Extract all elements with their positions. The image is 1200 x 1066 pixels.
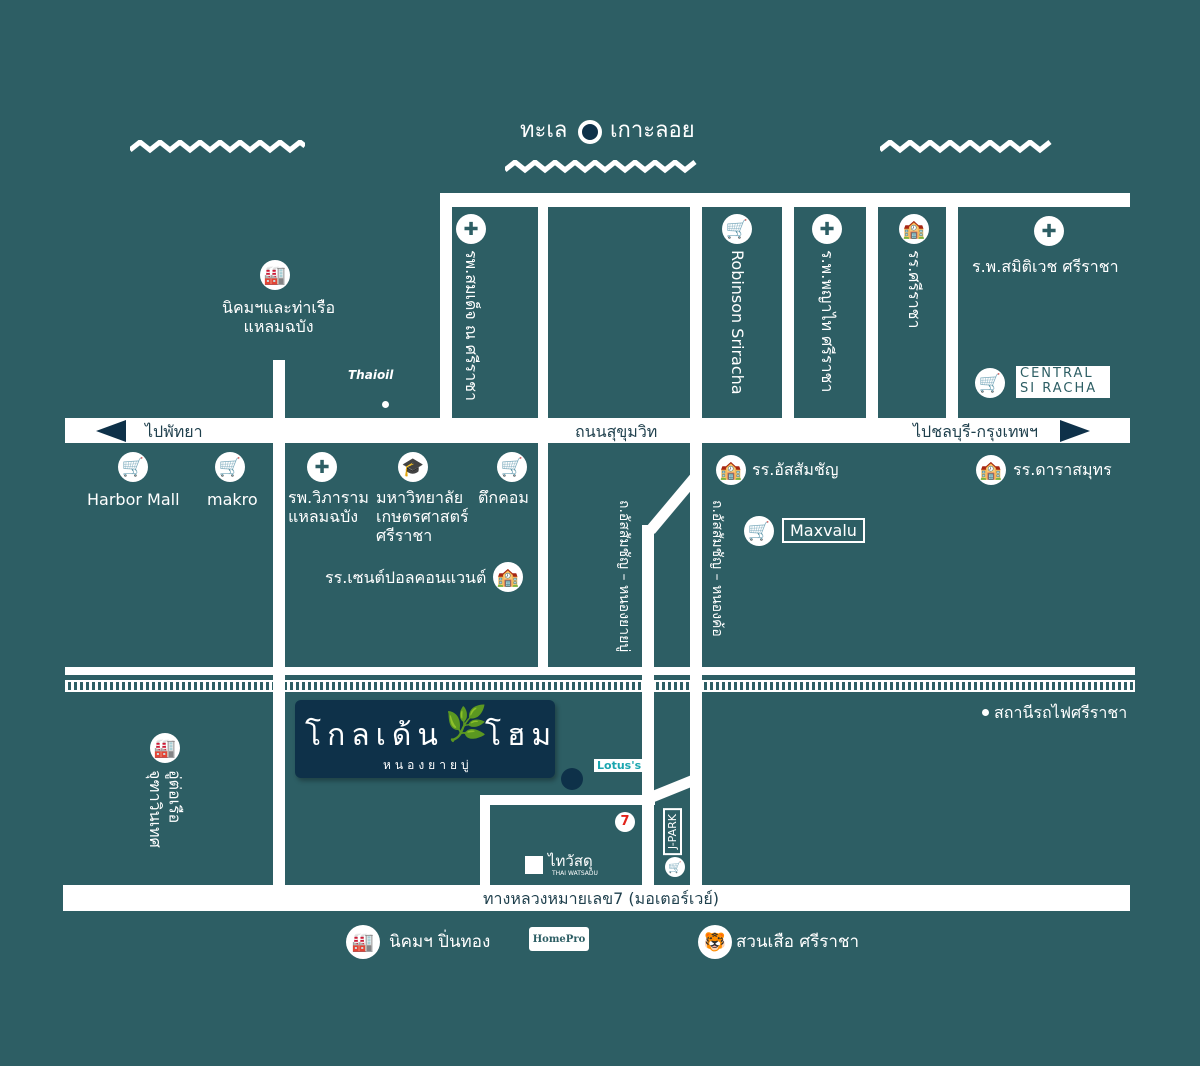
road xyxy=(690,193,702,893)
location-dot xyxy=(382,401,389,408)
hospital-icon: ✚ xyxy=(1034,216,1064,246)
project-name-right: โฮม xyxy=(485,718,558,753)
seven-eleven-icon: 7 xyxy=(615,812,635,832)
road-sukhumvit xyxy=(65,418,1130,443)
hospital-icon: ✚ xyxy=(456,214,486,244)
homepro-logo: HomePro xyxy=(529,927,589,951)
place-label: Robinson Sriracha xyxy=(728,250,748,395)
factory-icon: 🏭 xyxy=(260,260,290,290)
hospital-icon: ✚ xyxy=(812,214,842,244)
place-label: Harbor Mall xyxy=(87,490,180,509)
sukhumvit-label: ถนนสุขุมวิท xyxy=(575,422,658,441)
place-label: นิคมฯและท่าเรือ แหลมฉบัง xyxy=(222,298,336,337)
jpark-label: J-PARK xyxy=(663,808,682,856)
to-pattaya-label: ไปพัทยา xyxy=(145,422,203,441)
road xyxy=(480,795,490,890)
project-subtitle: หนองยายบู่ xyxy=(383,758,473,772)
cart-icon: 🛒 xyxy=(118,452,148,482)
road xyxy=(642,525,654,890)
place-label: สวนเสือ ศรีราชา xyxy=(736,932,860,952)
to-chonburi-label: ไปชลบุรี-กรุงเทพฯ xyxy=(913,422,1039,441)
place-label: สถานีรถไฟศรีราชา xyxy=(994,703,1128,722)
road xyxy=(866,193,878,423)
place-label: รพ.สมเด็จ ณ ศรีราชา xyxy=(462,250,482,401)
place-label: ตึกคอม xyxy=(478,488,529,507)
central-logo: CENTRAL SI RACHA xyxy=(1016,366,1110,398)
project-logo: โกลเด้น 🌿 โฮม หนองยายบู่ xyxy=(295,700,555,778)
road xyxy=(480,795,655,805)
project-name-left: โกลเด้น xyxy=(305,718,444,753)
road xyxy=(440,193,452,423)
cart-icon: 🛒 xyxy=(665,857,685,877)
place-label: makro xyxy=(207,490,258,509)
road-label: ถ.อัสสัมชัญ – หนองยายบู่ xyxy=(615,500,632,653)
wave-icon xyxy=(130,140,305,154)
road xyxy=(273,360,285,890)
cart-icon: 🛒 xyxy=(744,516,774,546)
school-icon: 🏫 xyxy=(976,455,1006,485)
school-icon: 🏫 xyxy=(899,214,929,244)
place-label: อู่ต่อเรือ จุฑาวินเทศ xyxy=(146,770,185,848)
place-label: รพ.วิภาราม แหลมฉบัง xyxy=(288,488,369,527)
place-label: รร.อัสสัมชัญ xyxy=(752,460,839,479)
leaf-icon: 🌿 xyxy=(445,704,488,744)
railway xyxy=(65,667,1135,675)
factory-icon: 🏭 xyxy=(346,925,380,959)
place-label: มหาวิทยาลัย เกษตรศาสตร์ ศรีราชา xyxy=(376,488,469,546)
road-motorway xyxy=(63,885,1130,911)
cart-icon: 🛒 xyxy=(722,214,752,244)
place-label: รร.เซนต์ปอลคอนแวนต์ xyxy=(325,568,487,587)
project-location-marker xyxy=(561,768,583,790)
sea-label: ทะเล xyxy=(520,118,568,143)
road xyxy=(782,193,794,423)
road xyxy=(946,193,958,423)
koh-loy-label: เกาะลอย xyxy=(610,118,695,143)
wave-icon xyxy=(505,160,697,174)
arrow-right-icon xyxy=(1060,420,1090,442)
tiger-icon: 🐯 xyxy=(698,925,732,959)
school-icon: 🏫 xyxy=(493,562,523,592)
cart-icon: 🛒 xyxy=(215,452,245,482)
thaiwatsadu-logo-icon xyxy=(525,856,543,874)
lotus-logo: Lotus's xyxy=(594,759,645,772)
place-label: รร.ดาราสมุทร xyxy=(1013,460,1112,479)
wave-icon xyxy=(880,140,1052,154)
graduation-cap-icon: 🎓 xyxy=(398,452,428,482)
island-marker-icon xyxy=(578,120,602,144)
railway-track xyxy=(65,680,1135,692)
cart-icon: 🛒 xyxy=(497,452,527,482)
station-dot xyxy=(982,709,989,716)
maxvalu-label: Maxvalu xyxy=(782,518,865,543)
thaiwatsadu-sub: THAI WATSADU xyxy=(552,870,598,877)
factory-icon: 🏭 xyxy=(150,733,180,763)
school-icon: 🏫 xyxy=(716,455,746,485)
hospital-icon: ✚ xyxy=(307,452,337,482)
place-label: ร.พ.พญาไท ศรีราชา xyxy=(818,250,838,393)
place-label: นิคมฯ ปิ่นทอง xyxy=(389,932,491,952)
place-label: รร.ศรีราชา xyxy=(905,250,925,329)
place-label: ร.พ.สมิติเวช ศรีราชา xyxy=(972,257,1119,276)
motorway-label: ทางหลวงหมายเลข7 (มอเตอร์เวย์) xyxy=(483,889,719,908)
cart-icon: 🛒 xyxy=(975,368,1005,398)
thaiwatsadu-label: ไทวัสดุ xyxy=(548,852,593,870)
arrow-left-icon xyxy=(96,420,126,442)
road-label: ถ.อัสสัมชัญ – หนองค้อ xyxy=(708,500,725,637)
thaioil-logo: Thaioil xyxy=(348,368,394,382)
